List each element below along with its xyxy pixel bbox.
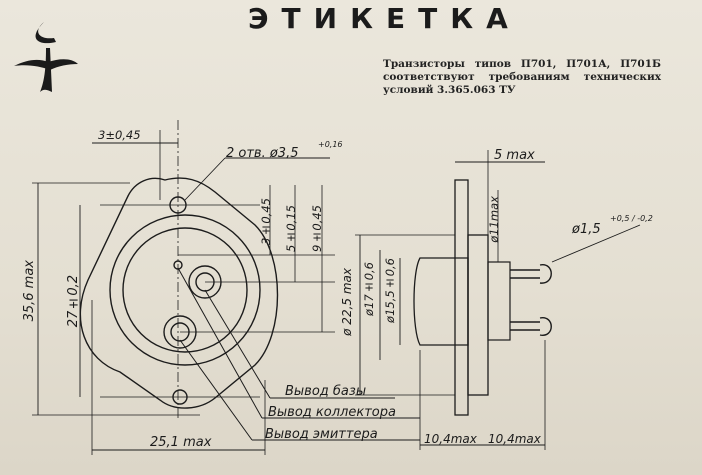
dim-9: 9±0,45 [310,205,324,252]
callout-base: Вывод базы [285,384,367,399]
callout-emitter: Вывод эмиттера [265,427,378,442]
can-outer [109,214,261,366]
dim-11: ø11max [487,196,501,243]
dim-3: 3±0,45 [259,198,273,245]
dim-27: 27±0,2 [66,275,81,328]
side-can [467,234,489,396]
dim-35: 35,6 max [22,260,37,322]
dim-top-offset: 3±0,45 [98,128,141,142]
page-title: ЭТИКЕТКА [248,2,521,35]
dim-22: ø 22,5 max [340,268,354,336]
dim-wire-tolerance: +0,5 / -0,2 [610,214,653,223]
dim-holes-tolerance: +0,16 [318,140,343,149]
description-text: Транзисторы типов П701, П701А, П701Б соо… [383,58,661,96]
dim-17: ø17±0,6 [362,262,376,316]
dim-25: 25,1 max [150,435,212,450]
side-cap [413,257,469,346]
dim-5: 5±0,15 [284,205,298,252]
dim-10-left: 10,4max [424,432,477,446]
logo-icon [10,18,80,102]
flange-outline [79,177,279,409]
dim-holes: 2 отв. ø3,5 [226,146,299,161]
callout-collector: Вывод коллектора [268,405,396,420]
dim-wire: ø1,5 [572,222,601,237]
dim-5-max: 5 max [494,148,535,163]
can-inner [122,227,248,353]
dim-10-right: 10,4max [488,432,541,446]
dim-15: ø15,5±0,6 [383,258,397,323]
side-flange [454,179,469,416]
